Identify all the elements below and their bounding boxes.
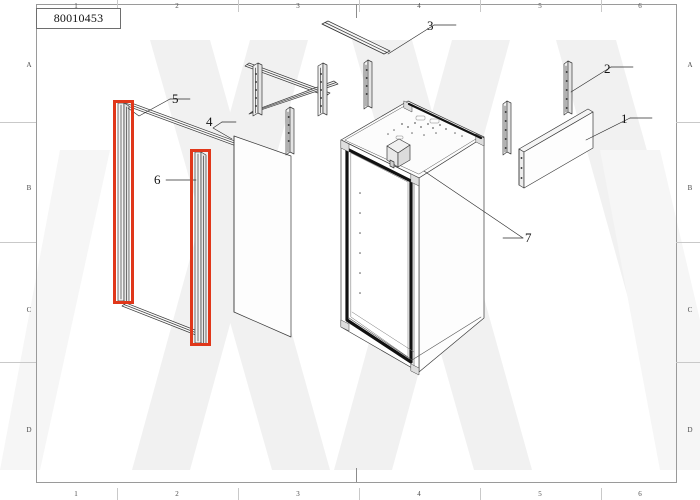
zone-label-top-3: 3 — [296, 2, 300, 10]
callout-3: 3 — [427, 18, 434, 33]
frame-right-border — [676, 4, 677, 482]
zone-label-right-a: A — [687, 61, 693, 69]
part-4-side-panel — [233, 135, 292, 338]
callout-7: 7 — [525, 230, 532, 245]
zone-sep-top-3-4 — [359, 0, 360, 12]
zone-sep-left-c-d — [0, 362, 36, 363]
zone-sep-top-2-3 — [238, 0, 239, 12]
frame-bottom-border — [36, 482, 677, 483]
zone-label-left-a: A — [26, 61, 32, 69]
part-3-long-cross-rail — [321, 20, 391, 55]
top-mounted-component — [386, 138, 411, 169]
zone-label-left-d: D — [26, 426, 32, 434]
centre-mark-bottom — [356, 468, 357, 482]
zone-sep-right-c-d — [676, 362, 700, 363]
zone-sep-top-5-6 — [601, 0, 602, 12]
zone-sep-bottom-1-2 — [117, 488, 118, 500]
callout-6: 6 — [154, 172, 161, 187]
part-2-bracket-centre-right — [363, 59, 373, 110]
zone-label-top-1: 1 — [74, 2, 78, 10]
zone-label-bottom-6: 6 — [638, 490, 642, 498]
centre-mark-top — [356, 4, 357, 18]
zone-label-right-c: C — [687, 306, 693, 314]
zone-label-bottom-2: 2 — [175, 490, 179, 498]
zone-sep-bottom-4-5 — [480, 488, 481, 500]
zone-label-bottom-3: 3 — [296, 490, 300, 498]
zone-label-right-b: B — [687, 184, 693, 192]
part-3-cross-frame-assembly — [244, 62, 339, 117]
callout-2: 2 — [604, 61, 611, 76]
part-6-right-vertical-rail — [194, 151, 207, 346]
callout-5: 5 — [172, 91, 179, 106]
zone-label-top-2: 2 — [175, 2, 179, 10]
zone-label-top-6: 6 — [638, 2, 642, 10]
zone-label-bottom-4: 4 — [417, 490, 421, 498]
zone-sep-bottom-3-4 — [359, 488, 360, 500]
zone-sep-top-4-5 — [480, 0, 481, 12]
callout-4: 4 — [206, 114, 213, 129]
left-rail-highlight-box[interactable] — [113, 100, 134, 304]
zone-label-left-b: B — [26, 184, 32, 192]
part-2-bracket-right-outer — [563, 60, 573, 116]
part-number-text: 80010453 — [53, 11, 104, 25]
zone-label-right-d: D — [687, 426, 693, 434]
zone-sep-right-a-b — [676, 122, 700, 123]
zone-sep-left-b-c — [0, 242, 36, 243]
zone-label-top-4: 4 — [417, 2, 421, 10]
zone-sep-bottom-2-3 — [238, 488, 239, 500]
part-2-bracket-centre-left — [285, 106, 295, 156]
zone-sep-right-b-c — [676, 242, 700, 243]
zone-label-left-c: C — [26, 306, 32, 314]
zone-label-bottom-1: 1 — [74, 490, 78, 498]
part-7-cabinet-body — [340, 100, 485, 376]
callout-1: 1 — [621, 111, 628, 126]
part-1-front-panel — [518, 108, 594, 189]
part-6-left-vertical-rail — [117, 102, 130, 304]
zone-sep-top-1-2 — [117, 0, 118, 12]
part-2-bracket-right-inner — [502, 100, 512, 156]
right-rail-highlight-box[interactable] — [190, 149, 211, 346]
zone-sep-bottom-5-6 — [601, 488, 602, 500]
title-block: 80010453 — [36, 8, 121, 29]
zone-sep-left-a-b — [0, 122, 36, 123]
zone-label-top-5: 5 — [538, 2, 542, 10]
zone-label-bottom-5: 5 — [538, 490, 542, 498]
frame-left-border — [36, 4, 37, 482]
